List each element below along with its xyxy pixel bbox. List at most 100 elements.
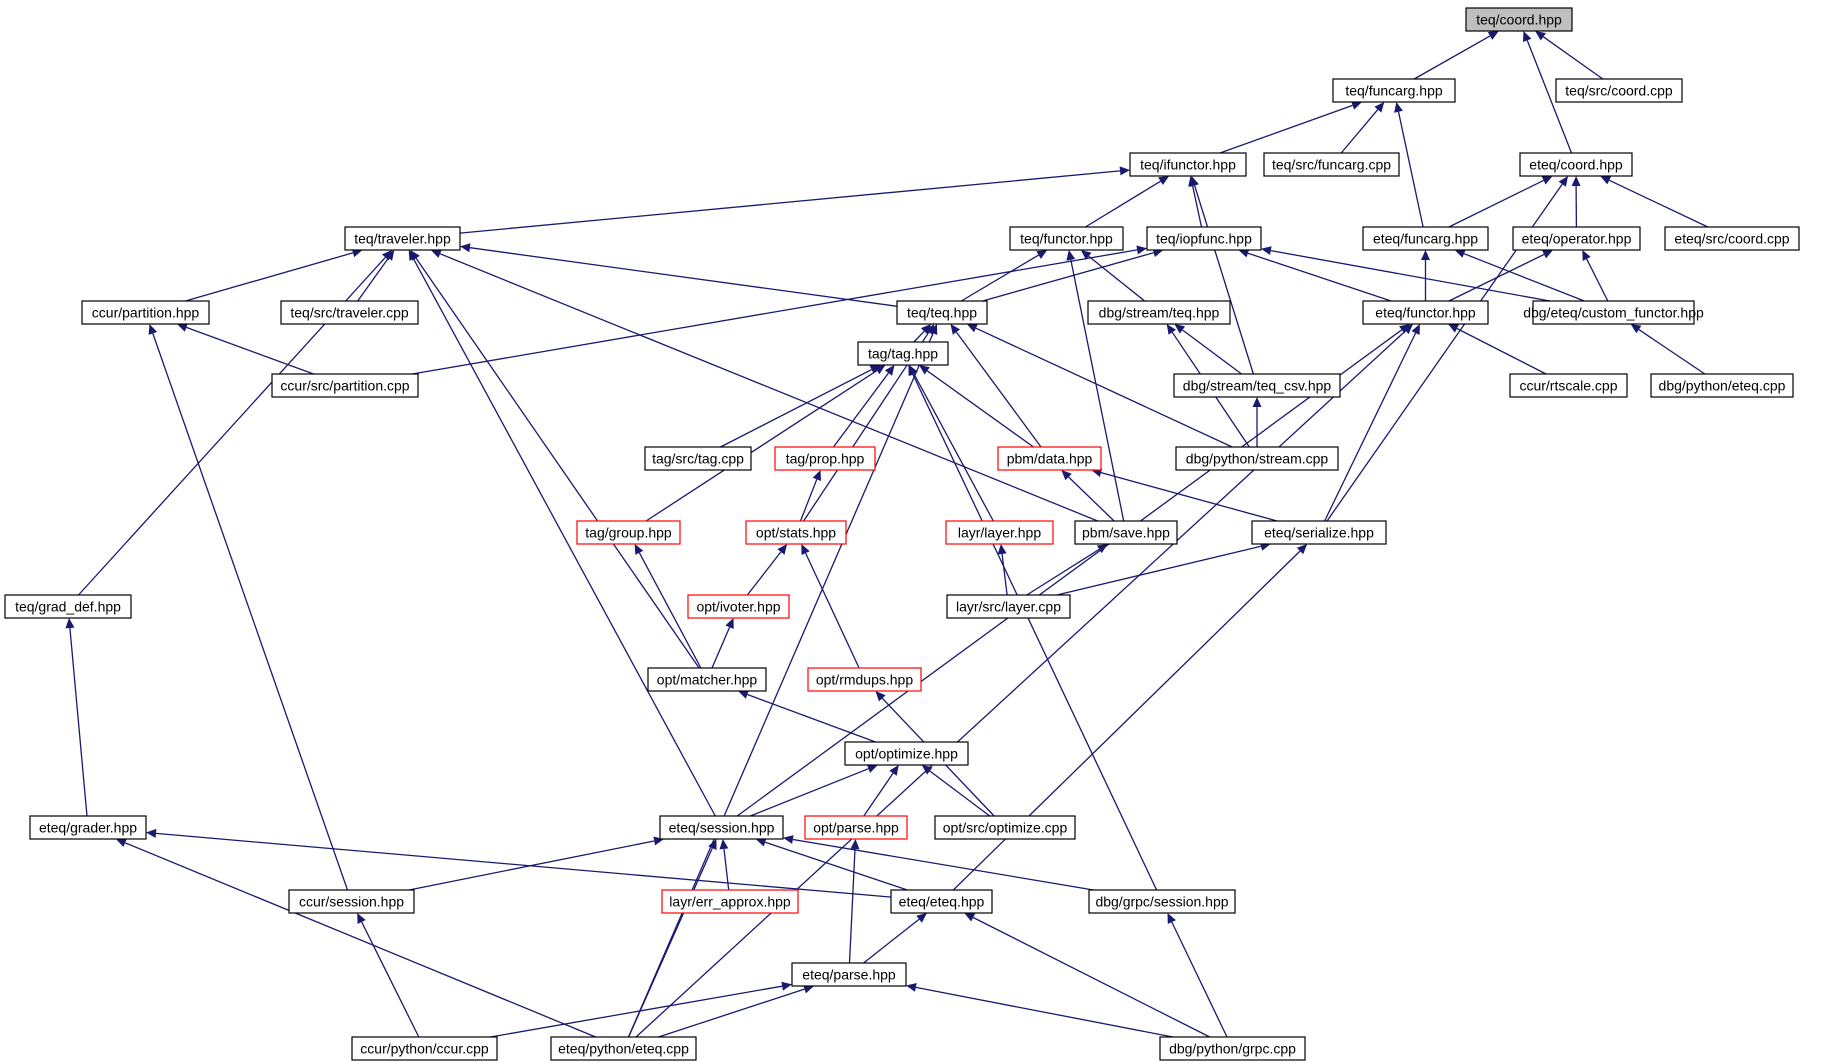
dependency-edge <box>950 324 1042 448</box>
file-node-layr-layer[interactable]: layr/layer.hpp <box>945 520 1054 545</box>
edge-line <box>975 327 1233 448</box>
file-node-eteq-grader[interactable]: eteq/grader.hpp <box>29 815 147 840</box>
file-node-ifunctor[interactable]: teq/ifunctor.hpp <box>1129 152 1247 177</box>
file-node-eteq-parse[interactable]: eteq/parse.hpp <box>791 962 907 987</box>
file-node-dbg-stream-teq[interactable]: dbg/stream/teq.hpp <box>1087 300 1231 325</box>
file-node-partition-cpp[interactable]: ccur/src/partition.cpp <box>271 373 419 398</box>
file-node-tag-prop[interactable]: tag/prop.hpp <box>774 446 876 471</box>
node-label: teq/funcarg.hpp <box>1345 83 1443 99</box>
node-box <box>807 667 922 692</box>
file-node-src-coord[interactable]: teq/src/coord.cpp <box>1555 78 1683 103</box>
file-node-eteq-serialize[interactable]: eteq/serialize.hpp <box>1251 520 1387 545</box>
edge-line <box>1068 476 1115 522</box>
edge-line <box>1100 471 1278 522</box>
edge-line <box>186 326 314 375</box>
file-node-eteq-operator[interactable]: eteq/operator.hpp <box>1512 226 1641 251</box>
edge-arrowhead <box>1261 246 1272 255</box>
file-node-eteq-src-coord[interactable]: eteq/src/coord.cpp <box>1664 226 1800 251</box>
file-node-opt-stats[interactable]: opt/stats.hpp <box>745 520 847 545</box>
file-node-custom-functor[interactable]: dbg/eteq/custom_functor.hpp <box>1523 300 1704 325</box>
file-node-functor[interactable]: teq/functor.hpp <box>1009 226 1124 251</box>
edge-line <box>627 332 934 1038</box>
node-box <box>687 594 790 619</box>
file-node-teq[interactable]: teq/teq.hpp <box>896 300 988 325</box>
edge-arrowhead <box>1061 470 1072 481</box>
edge-line <box>913 330 925 343</box>
file-node-py-eteq[interactable]: eteq/python/eteq.cpp <box>550 1036 697 1061</box>
file-node-pbm-save[interactable]: pbm/save.hpp <box>1074 520 1178 545</box>
file-node-eteq-coord[interactable]: eteq/coord.hpp <box>1519 152 1633 177</box>
file-node-teq-csv[interactable]: dbg/stream/teq_csv.hpp <box>1173 373 1341 398</box>
file-node-funcarg[interactable]: teq/funcarg.hpp <box>1332 78 1456 103</box>
file-node-err-approx[interactable]: layr/err_approx.hpp <box>661 889 799 914</box>
dependency-edge <box>908 365 1158 891</box>
edge-arrowhead <box>1535 31 1546 41</box>
node-label: dbg/stream/teq.hpp <box>1099 305 1220 321</box>
dependency-edge <box>913 324 932 343</box>
edge-arrowhead <box>1454 249 1466 258</box>
file-node-rtscale[interactable]: ccur/rtscale.cpp <box>1509 373 1628 398</box>
file-node-coord[interactable]: teq/coord.hpp <box>1465 7 1573 32</box>
edge-arrowhead <box>1582 250 1591 261</box>
file-node-py-stream[interactable]: dbg/python/stream.cpp <box>1175 446 1339 471</box>
file-node-eteq-eteq[interactable]: eteq/eteq.hpp <box>890 889 993 914</box>
node-box <box>550 1036 697 1061</box>
file-node-tag[interactable]: tag/tag.hpp <box>857 341 949 366</box>
edge-line <box>982 252 1154 302</box>
edge-arrowhead <box>1542 250 1553 259</box>
file-node-py-eteq-dbg[interactable]: dbg/python/eteq.cpp <box>1650 373 1794 398</box>
file-node-eteq-funcarg[interactable]: eteq/funcarg.hpp <box>1362 226 1489 251</box>
edge-arrowhead <box>1252 397 1262 407</box>
file-node-ccur-session[interactable]: ccur/session.hpp <box>288 889 415 914</box>
file-node-opt-optimize[interactable]: opt/optimize.hpp <box>844 741 969 766</box>
node-label: opt/src/optimize.cpp <box>943 820 1068 836</box>
file-node-tag-src[interactable]: tag/src/tag.cpp <box>644 446 752 471</box>
file-node-grpc-session[interactable]: dbg/grpc/session.hpp <box>1088 889 1236 914</box>
node-box <box>945 520 1054 545</box>
edge-line <box>361 921 420 1038</box>
dependency-edge <box>848 839 860 964</box>
file-node-tag-group[interactable]: tag/group.hpp <box>576 520 681 545</box>
node-label: teq/teq.hpp <box>907 305 977 321</box>
edge-arrowhead <box>65 618 75 629</box>
file-node-opt-rmdups[interactable]: opt/rmdups.hpp <box>807 667 922 692</box>
file-node-opt-ivoter[interactable]: opt/ivoter.hpp <box>687 594 790 619</box>
edge-line <box>750 768 869 817</box>
dependency-edge <box>719 839 730 891</box>
dependency-edge <box>750 764 878 817</box>
file-node-py-ccur[interactable]: ccur/python/ccur.cpp <box>351 1036 498 1061</box>
edge-arrowhead <box>1351 101 1362 110</box>
edge-arrowhead <box>1174 324 1186 334</box>
edge-arrowhead <box>460 243 471 253</box>
node-box <box>576 520 681 545</box>
node-label: dbg/python/grpc.cpp <box>1169 1041 1296 1057</box>
file-node-optimize-cpp[interactable]: opt/src/optimize.cpp <box>934 815 1076 840</box>
edge-arrowhead <box>148 324 158 335</box>
file-node-traveler[interactable]: teq/traveler.hpp <box>344 226 461 251</box>
dependency-edge <box>1252 397 1262 447</box>
file-node-layer-cpp[interactable]: layr/src/layer.cpp <box>946 594 1071 619</box>
file-node-pbm-data[interactable]: pbm/data.hpp <box>997 446 1102 471</box>
node-box <box>1175 446 1339 471</box>
file-node-ccur-partition[interactable]: ccur/partition.hpp <box>81 300 210 325</box>
edge-line <box>1463 253 1585 302</box>
file-node-opt-parse[interactable]: opt/parse.hpp <box>804 815 908 840</box>
file-node-iopfunc[interactable]: teq/iopfunc.hpp <box>1146 226 1262 251</box>
edges-layer <box>65 31 1709 1038</box>
node-box <box>997 446 1102 471</box>
file-node-eteq-session[interactable]: eteq/session.hpp <box>659 815 784 840</box>
edge-line <box>1088 255 1146 302</box>
edge-line <box>415 257 700 669</box>
file-node-eteq-functor[interactable]: eteq/functor.hpp <box>1362 300 1489 325</box>
edge-line <box>805 552 860 669</box>
edge-arrowhead <box>1190 176 1199 187</box>
edge-arrowhead <box>738 690 749 699</box>
node-box <box>659 815 784 840</box>
edge-arrowhead <box>874 365 886 375</box>
file-node-opt-matcher[interactable]: opt/matcher.hpp <box>647 667 767 692</box>
file-node-py-grpc[interactable]: dbg/python/grpc.cpp <box>1159 1036 1306 1061</box>
file-node-src-traveler[interactable]: teq/src/traveler.cpp <box>280 300 419 325</box>
file-node-grad-def[interactable]: teq/grad_def.hpp <box>4 594 132 619</box>
file-node-src-funcarg[interactable]: teq/src/funcarg.cpp <box>1263 152 1400 177</box>
node-box <box>1159 1036 1306 1061</box>
